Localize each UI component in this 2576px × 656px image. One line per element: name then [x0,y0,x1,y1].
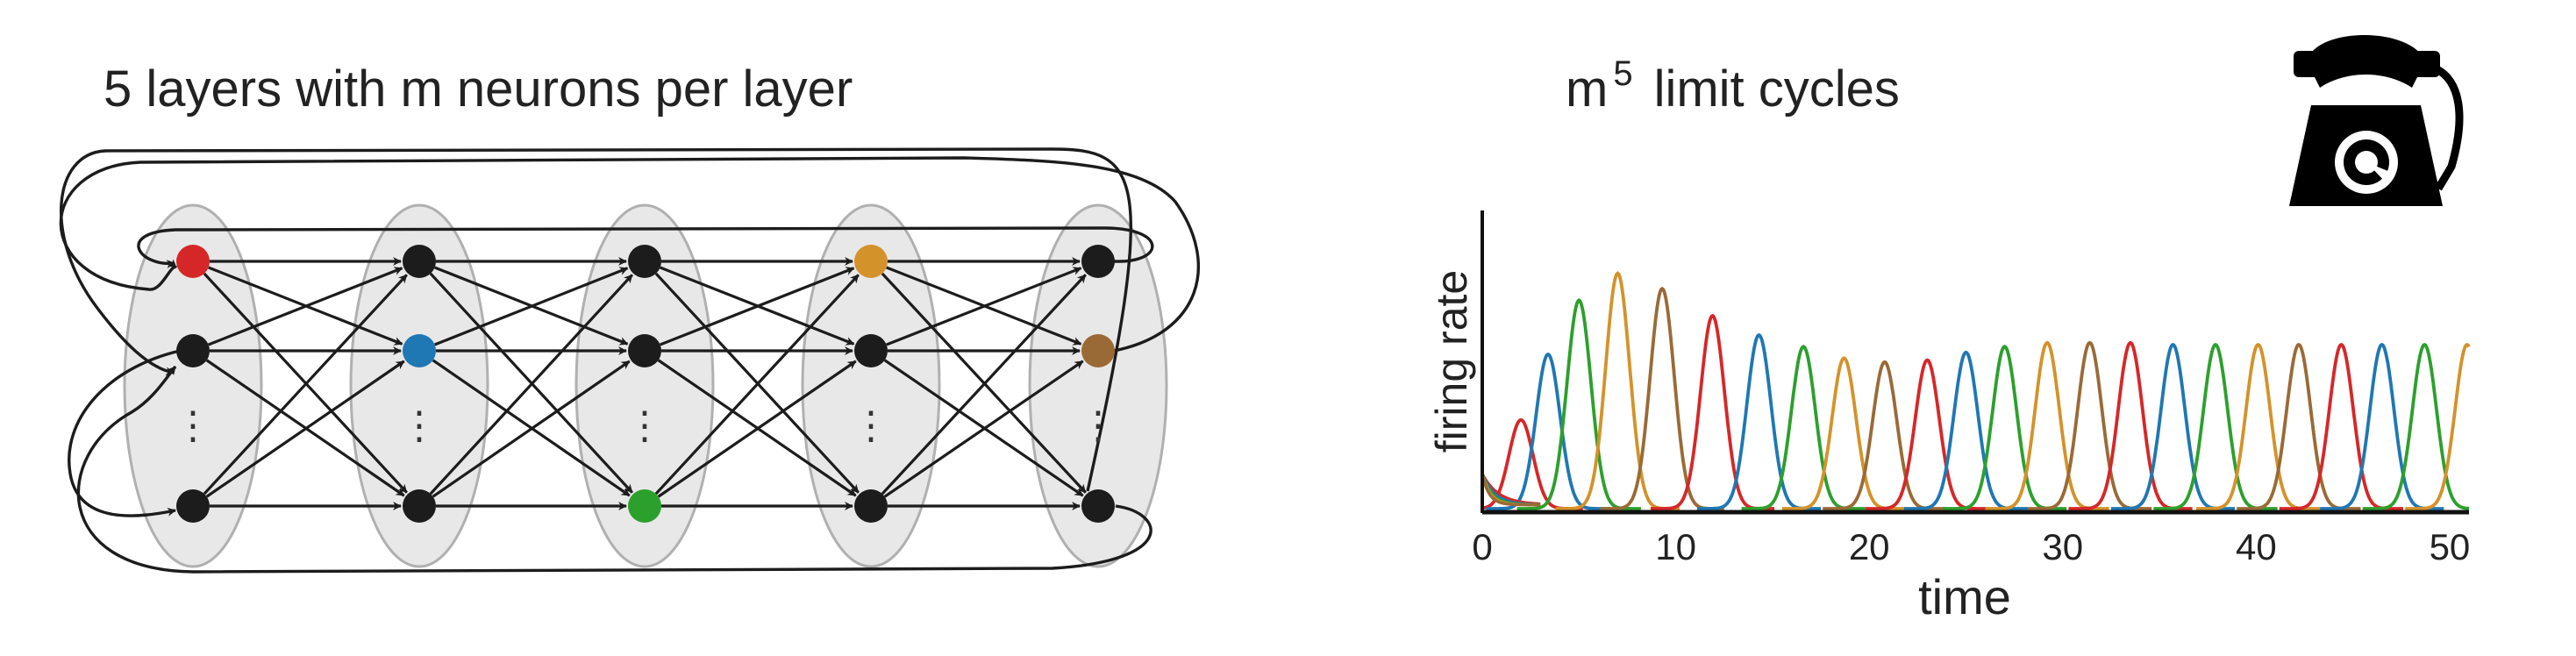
connection-arrow [434,267,629,346]
feedback-loop-2 [59,156,1201,353]
ellipsis: ⋮ [625,404,664,447]
neuron-l1-r2 [176,334,210,367]
firing-peak-3 [1516,298,1641,510]
connection-arrow [208,267,403,346]
firing-peak-23 [2362,342,2470,510]
neuron-l5-r1 [1081,245,1115,278]
plot-title-exponent: 5 [1613,54,1633,93]
firing-peak-7 [1696,332,1821,510]
firing-peak-10 [1823,360,1947,510]
telephone-icon [2289,35,2464,206]
x-tick-label: 40 [2236,526,2277,567]
firing-peak-21 [2279,342,2403,510]
neuron-l3-r3 [628,489,661,523]
connection-arrow [883,360,1084,498]
connection-arrow [205,360,405,498]
neuron-l3-r1 [628,245,661,278]
plot-title-rest: limit cycles [1653,61,1900,118]
firing-peak-22 [2320,342,2444,510]
neuron-l2-r2 [403,334,436,367]
initial-transient-5 [1481,473,1541,507]
connection-arrow [660,267,855,346]
neuron-l2-r3 [403,489,436,523]
connection-arrow [203,274,408,496]
ellipsis: ⋮ [174,404,212,447]
x-tick-label: 20 [1849,526,1890,567]
feedback-loop-3 [76,365,1152,574]
firing-peak-15 [2028,340,2152,510]
plot-title-base: m [1566,61,1609,118]
x-tick-label: 10 [1655,526,1696,567]
feedback-loop-4 [60,147,1132,492]
neuron-l1-r3 [176,489,210,523]
x-tick-label: 50 [2430,526,2471,567]
neuron-l3-r2 [628,334,661,367]
layer-2 [349,203,489,568]
feedback-loop-5 [68,349,181,517]
layer-4 [801,203,941,568]
firing-peak-5 [1600,286,1724,510]
x-tick-label: 0 [1472,526,1492,567]
ellipsis: ⋮ [1079,404,1117,447]
neuron-l4-r3 [854,489,888,523]
firing-peak-18 [2153,342,2278,510]
firing-peak-16 [2068,340,2193,510]
layer-3 [574,203,715,568]
firing-peak-2 [1486,352,1610,510]
firing-peak-11 [1865,358,1989,510]
neuron-l5-r3 [1081,489,1115,523]
firing-peak-19 [2196,342,2321,510]
layer-1 [123,203,263,568]
firing-peak-14 [1985,340,2109,510]
connection-arrow [432,360,631,498]
connection-arrow [429,274,633,496]
neuron-l2-r1 [403,245,436,278]
feedback-loop-1 [137,226,1154,269]
neuron-l5-r2 [1081,334,1115,367]
firing-peak-17 [2110,342,2236,510]
y-axis-label: firing rate [1427,270,1476,453]
layer-5 [1028,203,1168,568]
firing-peak-8 [1741,345,1866,510]
firing-peak-9 [1781,356,1907,510]
firing-rate-chart: 0 10 20 30 40 50 time firing rate [1427,210,2471,624]
firing-peak-20 [2237,342,2361,510]
neuron-l4-r1 [854,245,888,278]
connection-arrow [886,267,1082,346]
firing-peak-24 [2405,342,2471,510]
ellipsis: ⋮ [852,404,890,447]
x-axis-label: time [1918,569,2011,624]
neuron-l1-r1 [176,245,210,278]
connection-arrow [654,274,860,496]
connection-arrow [881,274,1087,496]
neuron-l4-r2 [854,334,888,367]
connection-arrow [657,360,857,498]
network-title: 5 layers with m neurons per layer [103,61,853,118]
ellipsis: ⋮ [400,404,439,447]
x-tick-label: 30 [2042,526,2083,567]
network-diagram: ⋮ ⋮ ⋮ ⋮ ⋮ [59,147,1201,574]
